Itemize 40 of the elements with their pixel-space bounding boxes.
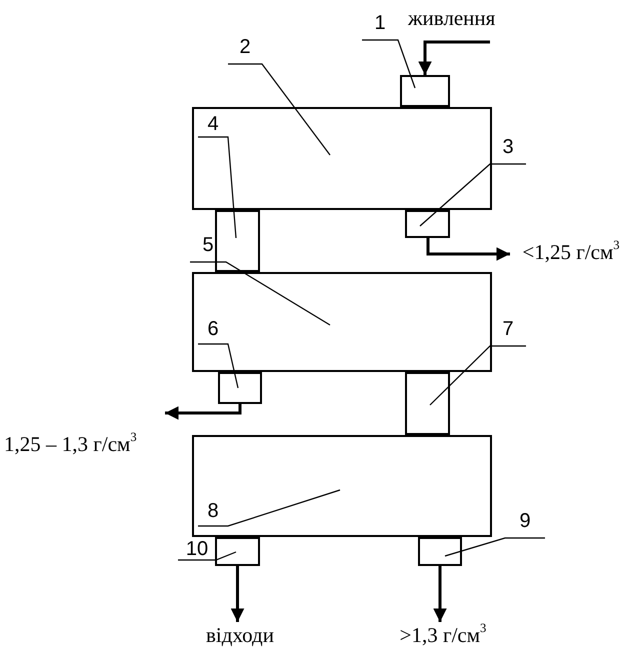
leader-line	[444, 537, 545, 557]
unit-box	[400, 75, 450, 107]
callout-number: 3	[490, 136, 526, 164]
leader-line	[430, 345, 526, 406]
stream-label: живлення	[408, 6, 532, 42]
unit-box	[192, 107, 492, 210]
unit-box	[215, 537, 260, 566]
leader-line	[178, 551, 236, 561]
flow-arrow	[433, 566, 447, 622]
callout-number: 7	[490, 318, 526, 346]
callout-number: 9	[505, 510, 545, 538]
leader-line	[362, 39, 416, 88]
flow-arrow	[230, 566, 244, 622]
callout-number: 5	[190, 234, 226, 262]
stream-label: >1,3 г/см$^{3}$	[383, 622, 503, 648]
flow-arrow	[165, 404, 242, 420]
flow-arrow	[418, 40, 490, 75]
leader-line	[228, 63, 330, 156]
unit-box	[405, 210, 450, 238]
stream-label: <1,25 г/см$^{3}$	[512, 240, 630, 268]
callout-number: 8	[198, 500, 228, 526]
stream-label: відходи	[190, 622, 290, 648]
unit-box	[215, 210, 260, 272]
callout-number: 1	[362, 12, 398, 40]
flow-arrow	[426, 238, 510, 261]
callout-number: 10	[178, 538, 216, 560]
unit-box	[192, 272, 492, 372]
leader-line	[190, 261, 330, 326]
callout-number: 2	[228, 36, 262, 64]
unit-box	[218, 372, 262, 404]
callout-number: 4	[198, 113, 228, 137]
leader-line	[198, 489, 340, 527]
callout-number: 6	[198, 318, 228, 344]
leader-line	[198, 136, 237, 238]
unit-box	[405, 372, 450, 435]
unit-box	[192, 435, 492, 537]
leader-line	[420, 163, 526, 226]
unit-box	[418, 537, 462, 566]
stream-label: 1,25 – 1,3 г/см$^{3}$	[4, 405, 165, 457]
leader-line	[198, 343, 239, 388]
